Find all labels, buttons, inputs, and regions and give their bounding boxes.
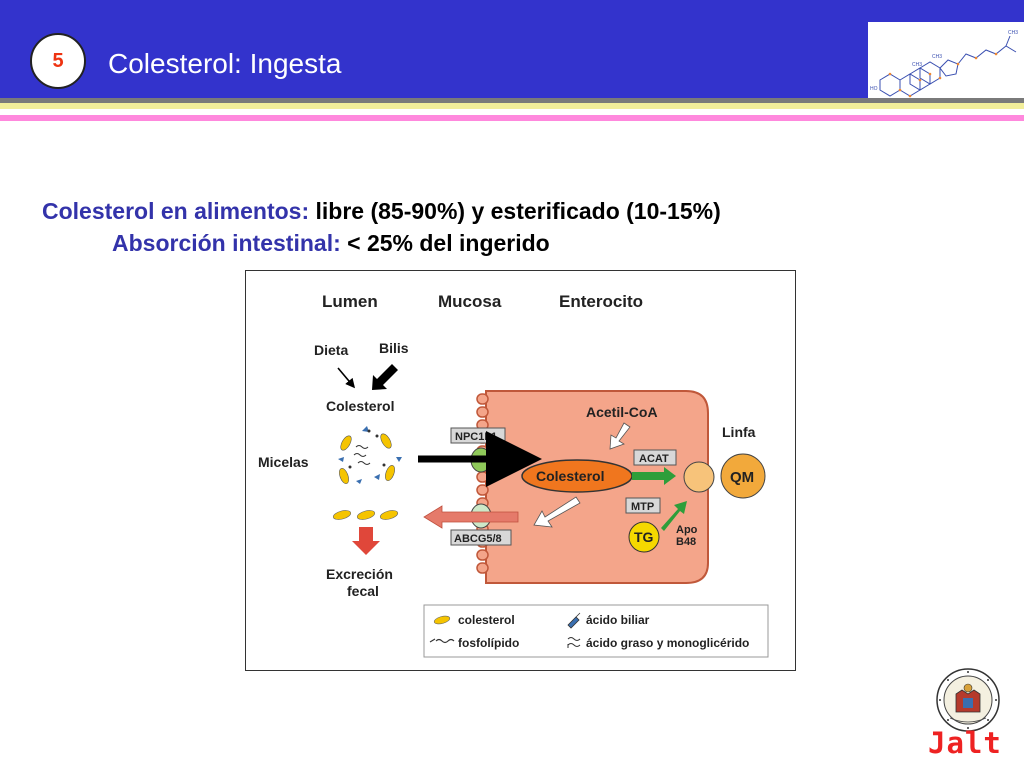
tg-droplet bbox=[628, 521, 660, 553]
excrecion-label: Excreción bbox=[326, 566, 393, 582]
absorption-diagram: Lumen Mucosa Enterocito Dieta Bilis Cole… bbox=[245, 270, 796, 671]
absorcion-label: Absorción intestinal: bbox=[112, 230, 341, 256]
apo-label: Apo bbox=[676, 524, 698, 536]
stripe-pink bbox=[0, 115, 1024, 121]
cholesterol-structure-image: HO CH3 CH3 CH3 bbox=[868, 22, 1024, 98]
slide-number-badge: 5 bbox=[30, 33, 86, 89]
legend-acido-graso-swatch bbox=[567, 637, 581, 648]
legend-fosfolipido: fosfolípido bbox=[458, 636, 519, 650]
micelle bbox=[338, 426, 402, 484]
acetil-coa-arrow bbox=[609, 422, 631, 450]
efflux-arrow-red bbox=[423, 505, 519, 529]
university-seal-logo bbox=[936, 668, 1000, 732]
col-enterocito: Enterocito bbox=[559, 292, 643, 311]
author-signature: Jalt bbox=[928, 726, 1002, 760]
qm-label: QM bbox=[730, 469, 754, 486]
svg-text:CH3: CH3 bbox=[912, 62, 922, 68]
legend-colesterol-swatch bbox=[433, 615, 451, 625]
stripe-white bbox=[0, 109, 1024, 115]
acat-arrow bbox=[632, 467, 676, 485]
svg-text:HO: HO bbox=[870, 86, 878, 92]
efflux-arrow-white bbox=[533, 496, 581, 528]
bilis-arrow bbox=[372, 364, 398, 390]
acat-label: ACAT bbox=[639, 453, 669, 465]
acat-box bbox=[633, 449, 677, 466]
text-line-absorcion: Absorción intestinal: < 25% del ingerido bbox=[112, 230, 550, 257]
colesterol-lumen-label: Colesterol bbox=[326, 398, 394, 414]
slide-title: Colesterol: Ingesta bbox=[108, 48, 342, 79]
qm-particle bbox=[720, 453, 766, 499]
tg-label: TG bbox=[634, 529, 654, 545]
alimentos-value: libre (85-90%) y esterificado (10-15%) bbox=[315, 198, 721, 224]
stripe-yellow bbox=[0, 103, 1024, 109]
legend-acido-biliar-swatch bbox=[567, 612, 581, 629]
absorcion-value: < 25% del ingerido bbox=[347, 230, 550, 256]
excretion-arrow bbox=[352, 527, 380, 555]
dieta-label: Dieta bbox=[314, 342, 348, 358]
colesterol-cell-label: Colesterol bbox=[536, 468, 604, 484]
stripe-gray bbox=[0, 98, 1024, 103]
b48-label: B48 bbox=[676, 536, 696, 548]
linfa-label: Linfa bbox=[722, 424, 756, 440]
mtp-box bbox=[625, 497, 661, 514]
legend-colesterol: colesterol bbox=[458, 613, 515, 627]
micelas-label: Micelas bbox=[258, 454, 309, 470]
col-lumen: Lumen bbox=[322, 292, 378, 311]
text-line-alimentos: Colesterol en alimentos: libre (85-90%) … bbox=[42, 198, 721, 225]
abcg58-label: ABCG5/8 bbox=[454, 533, 502, 545]
svg-text:CH3: CH3 bbox=[1008, 30, 1018, 36]
legend-fosfolipido-swatch bbox=[429, 638, 455, 644]
alimentos-label: Colesterol en alimentos: bbox=[42, 198, 310, 224]
excreted-cholesterol bbox=[332, 510, 399, 520]
header-bar bbox=[0, 0, 1024, 98]
npc1l1-label: NPC1L1 bbox=[455, 431, 497, 443]
bilis-label: Bilis bbox=[379, 340, 409, 356]
col-mucosa: Mucosa bbox=[438, 292, 502, 311]
slide-number: 5 bbox=[52, 49, 64, 72]
mtp-label: MTP bbox=[631, 501, 654, 513]
legend-box bbox=[423, 604, 769, 658]
abcg58-box bbox=[450, 529, 512, 546]
mtp-arrow bbox=[661, 501, 687, 531]
dieta-arrow bbox=[337, 367, 356, 389]
membrane-exit bbox=[683, 461, 715, 493]
legend-acido-graso: ácido graso y monoglicérido bbox=[586, 636, 749, 650]
svg-text:CH3: CH3 bbox=[932, 54, 942, 60]
legend-acido-biliar: ácido biliar bbox=[586, 613, 650, 627]
fecal-label: fecal bbox=[347, 583, 379, 599]
acetil-coa-label: Acetil-CoA bbox=[586, 404, 658, 420]
